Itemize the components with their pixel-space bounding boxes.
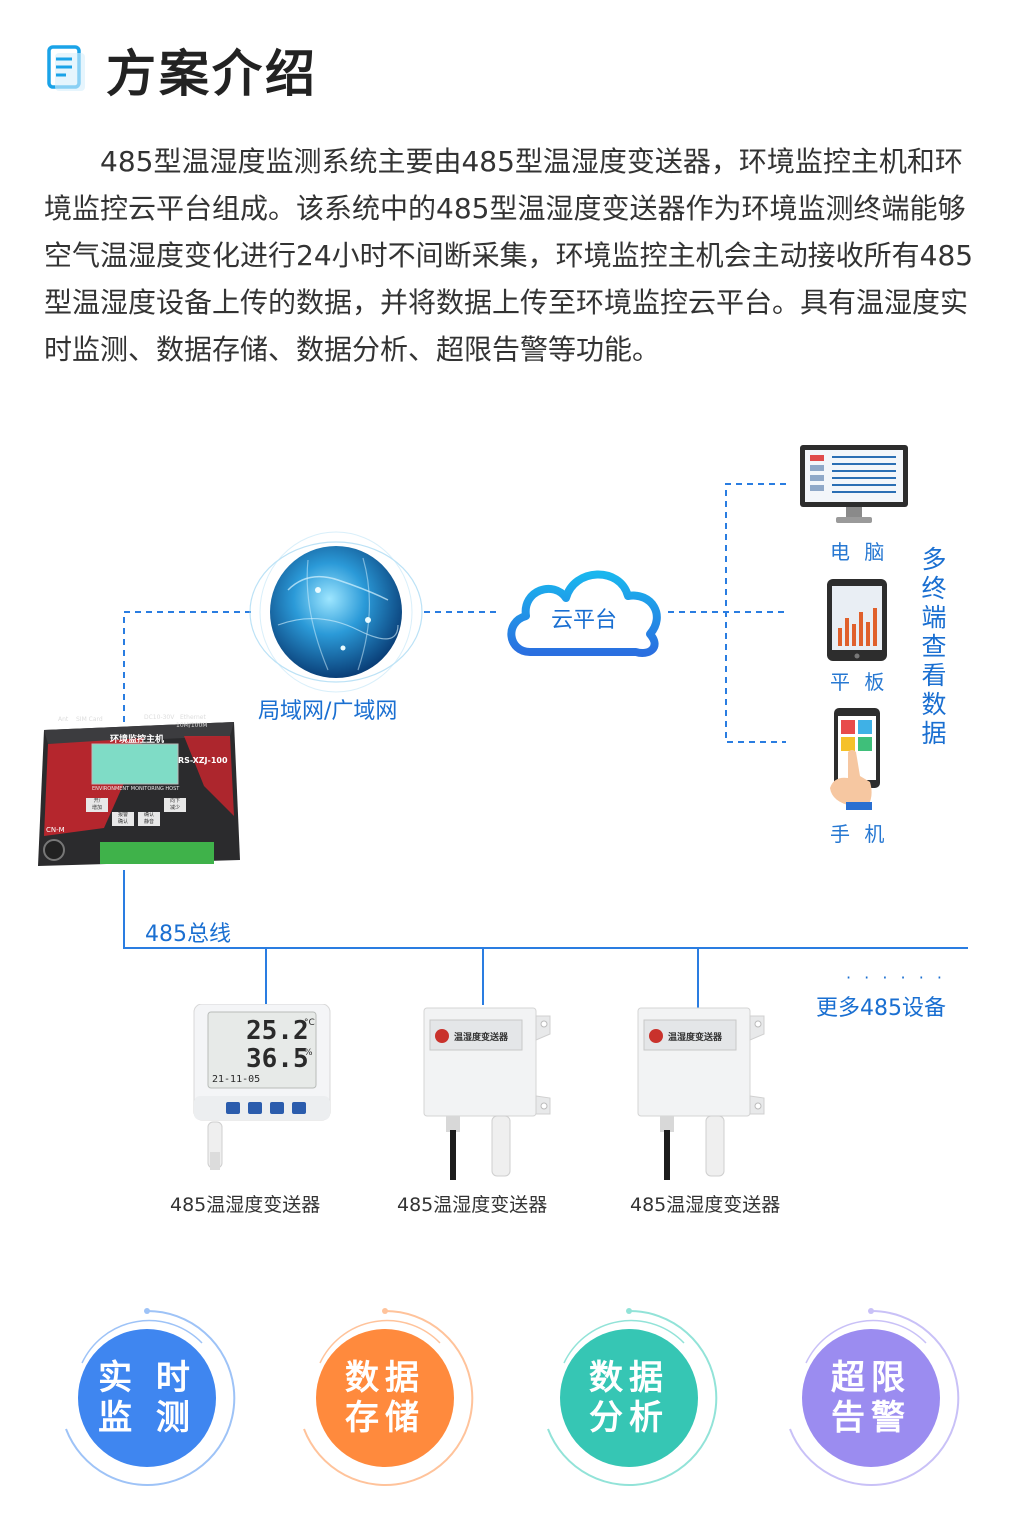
feature-disc: 数据 分析 (560, 1329, 698, 1467)
port-label-speed: 10M/100M (176, 722, 208, 729)
sensor-plate-3: 温湿度变送器 (668, 1033, 723, 1043)
computer-label: 电 脑 (830, 540, 889, 564)
more-devices-label: 更多485设备 (816, 996, 946, 1021)
phone-label: 手 机 (830, 822, 889, 846)
port-label-ant: Ant (58, 716, 69, 723)
host-button-3: 确认 静音 (143, 812, 154, 825)
cloud-label: 云平台 (550, 608, 617, 633)
port-label-power: DC10-30V (144, 714, 175, 721)
feature-line1: 数据 (589, 1358, 669, 1398)
bus-label: 485总线 (145, 922, 231, 947)
sensor-label-2: 485温湿度变送器 (397, 1194, 548, 1216)
feature-line2: 存储 (345, 1398, 425, 1438)
feature-disc: 实 时 监 测 (78, 1329, 216, 1467)
feature-realtime-monitoring: 实 时 监 测 (52, 1303, 242, 1493)
intro-paragraph: 485型温湿度监测系统主要由485型温湿度变送器，环境监控主机和环境监控云平台组… (44, 145, 974, 366)
computer-icon (800, 445, 908, 523)
cloud-icon (507, 570, 661, 657)
feature-disc: 数据 存储 (316, 1329, 454, 1467)
sensor-plate-2: 温湿度变送器 (454, 1033, 509, 1043)
cloud-platform: 云平台 (500, 560, 668, 660)
port-label-ethernet: Ethernet (180, 714, 206, 721)
host-title: 环境监控主机 (110, 735, 165, 745)
feature-line1: 数据 (345, 1358, 425, 1398)
more-dots: · · · · · · (846, 968, 946, 987)
host-button-1: 开/ 增加 (91, 798, 102, 811)
feature-line2: 告警 (831, 1398, 911, 1438)
tablet-label: 平 板 (830, 670, 889, 694)
feature-ring (303, 1308, 474, 1486)
port-label-sim: SIM Card (76, 716, 103, 723)
feature-data-storage: 数据 存储 (290, 1303, 480, 1493)
sensor-transmitter-device: 温湿度变送器 (420, 1006, 554, 1182)
feature-overlimit-alarm: 超限 告警 (776, 1303, 966, 1493)
sensor-transmitter-device: 温湿度变送器 (634, 1006, 768, 1182)
host-tag: CN-M (46, 826, 65, 834)
host-subtitle: ENVIRONMENT MONITORING HOST (92, 786, 180, 792)
sensor-temperature: 25.2 (246, 1016, 309, 1046)
phone-icon (830, 708, 880, 810)
tablet-icon (827, 579, 887, 661)
host-button-4: 向下 减少 (169, 798, 180, 811)
feature-ring (65, 1308, 236, 1486)
feature-line1: 实 时 (98, 1358, 196, 1398)
feature-line2: 分析 (589, 1398, 669, 1438)
sensor-temperature-unit: °C (304, 1018, 315, 1028)
feature-line2: 监 测 (98, 1398, 196, 1438)
feature-disc: 超限 告警 (802, 1329, 940, 1467)
globe-icon (249, 531, 423, 693)
host-model: RS-XZJ-100 (178, 756, 228, 765)
monitoring-host: Ant SIM Card DC10-30V Ethernet 10M/100M … (34, 714, 244, 874)
feature-line1: 超限 (831, 1358, 911, 1398)
feature-data-analysis: 数据 分析 (534, 1303, 724, 1493)
feature-ring (547, 1308, 718, 1486)
sensor-humidity-unit: % (304, 1048, 313, 1058)
network-label: 局域网/广域网 (258, 699, 398, 724)
sensor-label-1: 485温湿度变送器 (170, 1194, 321, 1216)
sensor-date: 21-11-05 (212, 1074, 261, 1085)
multi-terminal-label: 多终端查看数据 (921, 545, 947, 748)
sensor-humidity: 36.5 (246, 1044, 309, 1074)
document-icon (47, 45, 85, 91)
feature-ring (789, 1308, 960, 1486)
page-title: 方案介绍 (106, 45, 318, 103)
sensor-display-device: 25.2 °C 36.5 % 21-11-05 (190, 1003, 334, 1174)
host-button-2: 报警 确认 (117, 812, 128, 825)
sensor-label-3: 485温湿度变送器 (630, 1194, 781, 1216)
